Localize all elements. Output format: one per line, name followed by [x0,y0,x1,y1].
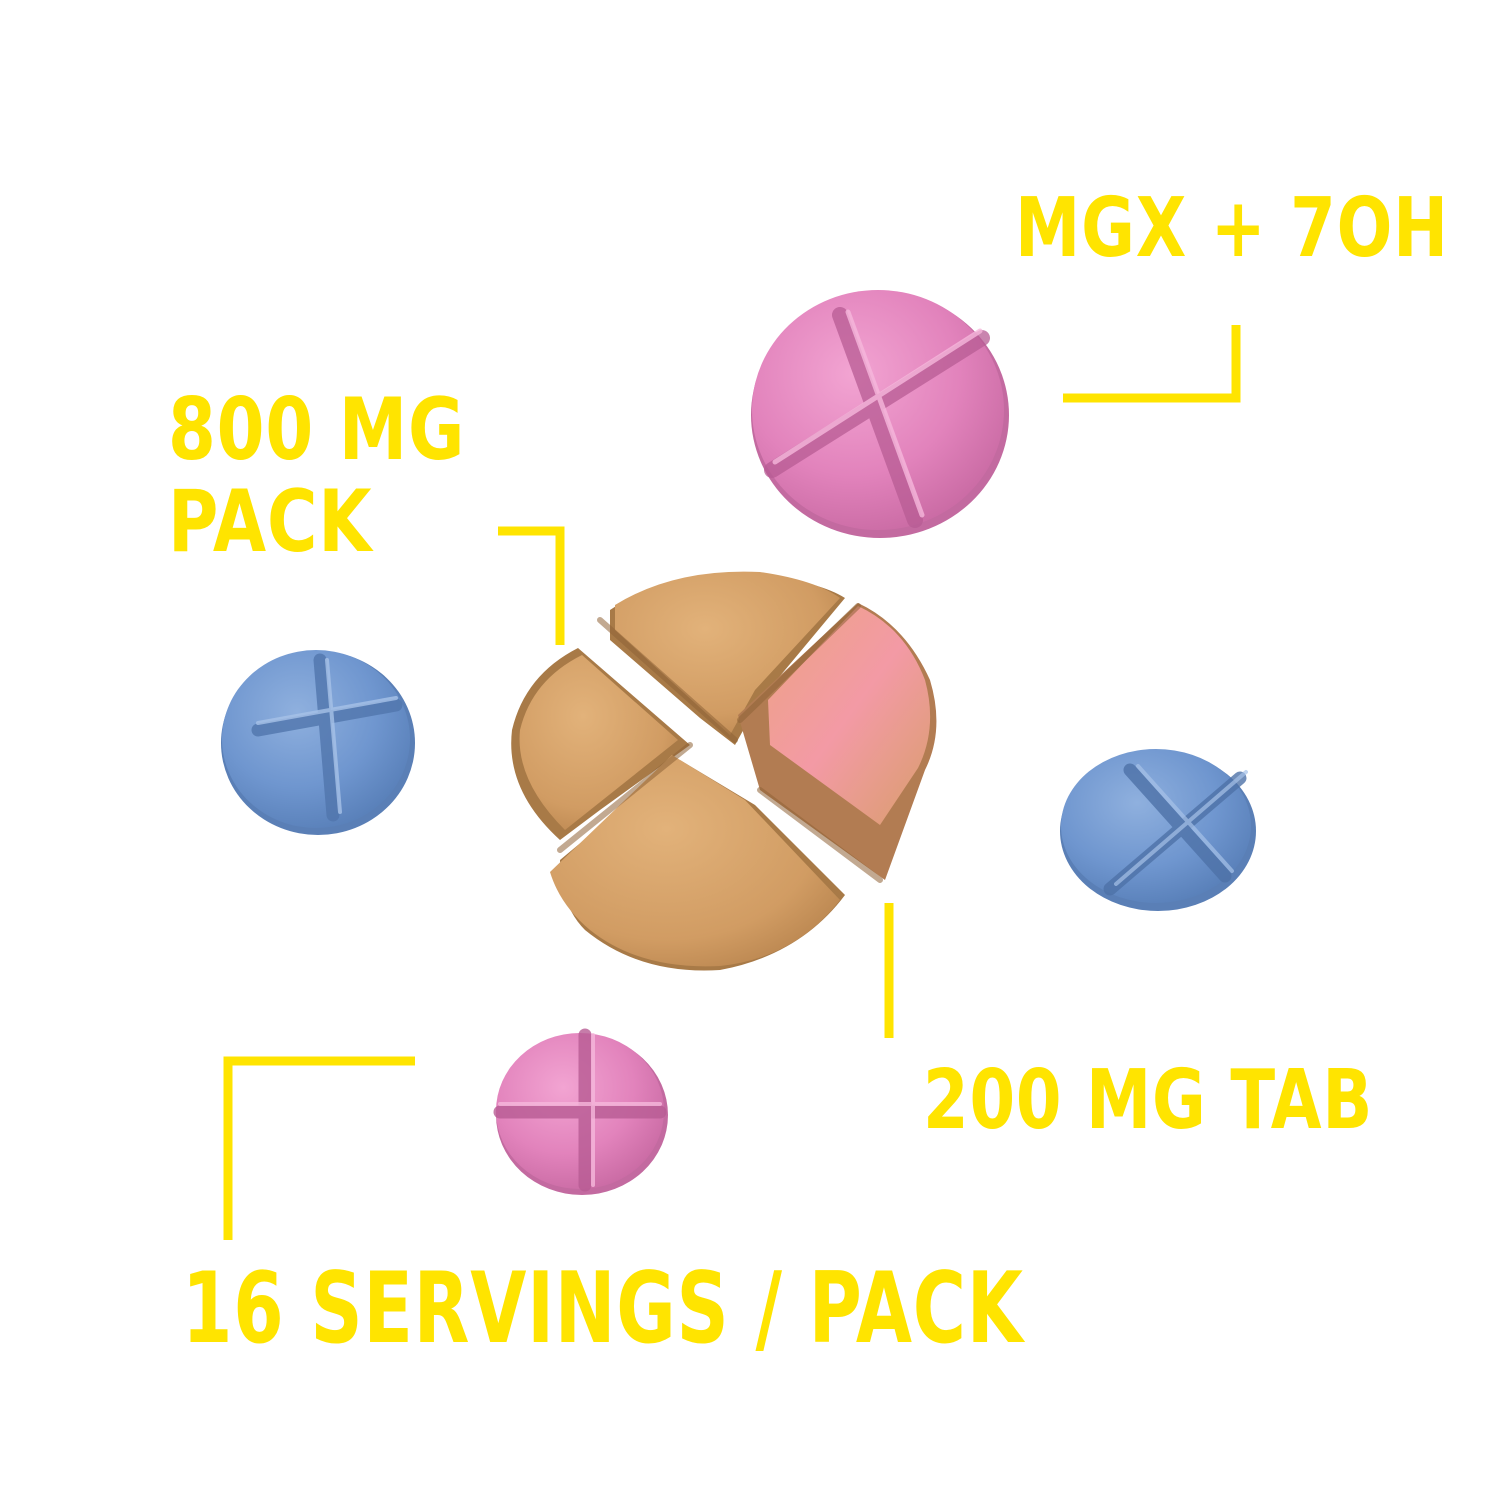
tablet-fragment [615,571,840,735]
tablet-fragment [550,755,840,967]
leader-line-servings [223,1056,415,1240]
pink-tablet-icon [493,1028,668,1195]
pack-dose-line2: PACK [168,472,373,572]
tablet-fragment [519,655,678,830]
pack-dose-line1: 800 MG [168,380,466,480]
tab-dose-label: 200 MG TAB [923,1053,1374,1148]
broken-tan-tablet-icon [511,571,937,971]
servings-label: 16 SERVINGS / PACK [182,1252,1024,1366]
leader-line-pack [498,526,565,645]
pack-dose-label: 800 MG PACK [168,384,465,568]
formula-label: MGX + 7OH [1015,181,1449,276]
pink-tablet-icon [751,290,1009,538]
leader-lines [223,325,1241,1240]
blue-tablet-icon [1060,749,1256,911]
tablet-fragment [768,606,931,825]
blue-tablet-icon [221,650,415,835]
leader-line-formula [1063,325,1241,403]
